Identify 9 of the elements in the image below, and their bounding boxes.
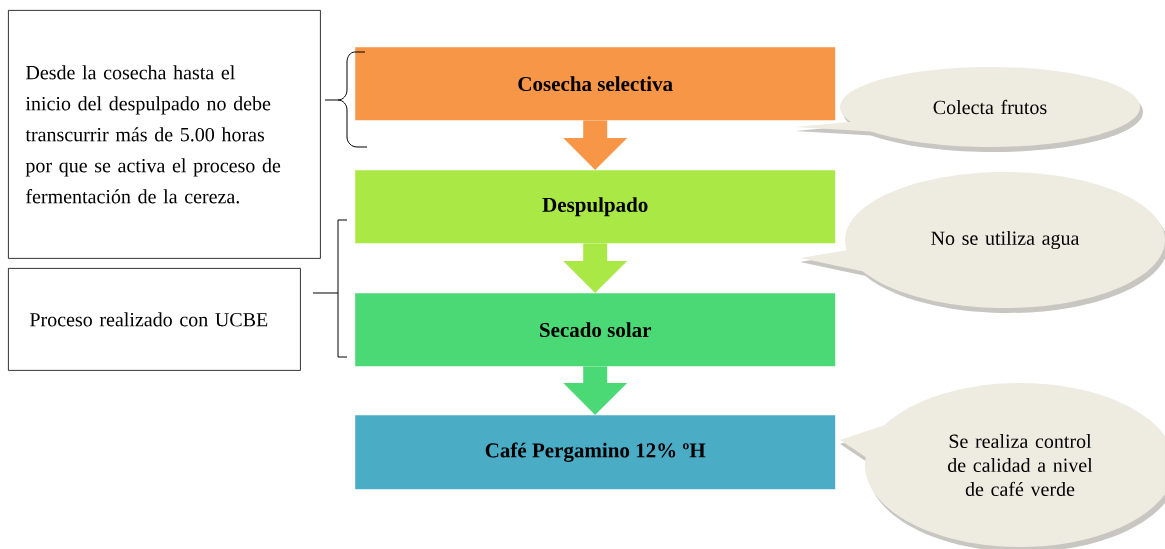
note-box: Desde la cosecha hasta el inicio del despulpado no debe transcurrir más de 5.00 horas por que se activa el proceso de fermentación de la cereza. xyxy=(8,10,321,259)
process-box: Cosecha selectiva xyxy=(355,47,836,121)
process-box: Secado solar xyxy=(355,293,836,367)
speech-bubble: Se realiza control de calidad a nivel de café verde xyxy=(840,383,1165,549)
note-box: Proceso realizado con UCBE xyxy=(8,268,301,371)
process-box: Café Pergamino 12% ºH xyxy=(355,415,836,490)
process-box: Despulpado xyxy=(355,170,836,244)
speech-bubble: No se utiliza agua xyxy=(800,172,1165,313)
speech-bubble: Colecta frutos xyxy=(795,67,1143,152)
